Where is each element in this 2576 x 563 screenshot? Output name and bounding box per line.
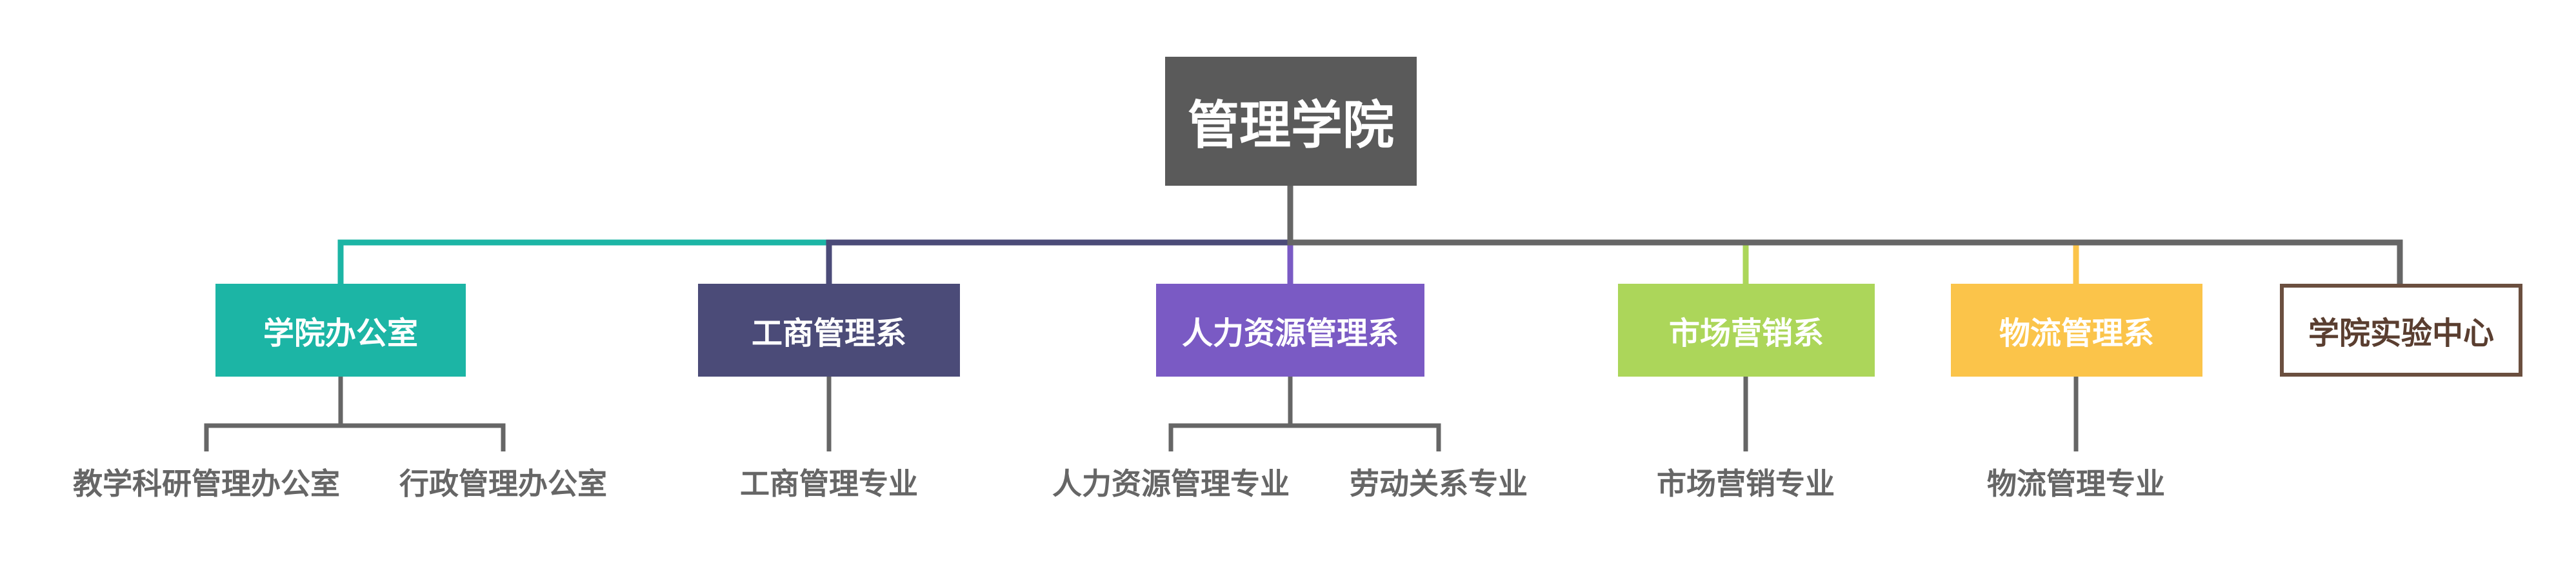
connector-root-business	[826, 186, 1293, 284]
connector-office-units	[204, 377, 506, 451]
connector-hr-units	[1168, 377, 1441, 451]
connector-root-office	[337, 186, 1293, 284]
dept-marketing: 市场营销系	[1618, 284, 1875, 377]
connector-root-logistics	[1287, 186, 2079, 284]
connector-root-lab	[1287, 186, 2403, 284]
unit-business-major: 工商管理专业	[740, 466, 918, 501]
dept-office-label: 学院办公室	[263, 315, 418, 351]
dept-lab-label: 学院实验中心	[2308, 315, 2494, 351]
dept-lab: 学院实验中心	[2280, 284, 2522, 377]
root-node-label: 管理学院	[1188, 95, 1394, 155]
unit-labor-relations-major: 劳动关系专业	[1350, 466, 1528, 501]
unit-hr-major: 人力资源管理专业	[1052, 466, 1290, 501]
unit-marketing-major: 市场营销专业	[1657, 466, 1835, 501]
dept-logistics-label: 物流管理系	[1999, 315, 2154, 351]
unit-admin-office: 行政管理办公室	[399, 466, 607, 501]
dept-logistics: 物流管理系	[1951, 284, 2202, 377]
dept-hr: 人力资源管理系	[1156, 284, 1424, 377]
connector-root-marketing	[1287, 186, 1749, 284]
dept-hr-label: 人力资源管理系	[1181, 315, 1399, 351]
unit-logistics-major: 物流管理专业	[1987, 466, 2165, 501]
dept-business-label: 工商管理系	[751, 315, 906, 351]
dept-marketing-label: 市场营销系	[1668, 315, 1824, 351]
unit-teaching-research-office: 教学科研管理办公室	[73, 466, 340, 501]
root-node: 管理学院	[1165, 57, 1417, 186]
dept-business: 工商管理系	[698, 284, 960, 377]
dept-office: 学院办公室	[215, 284, 466, 377]
